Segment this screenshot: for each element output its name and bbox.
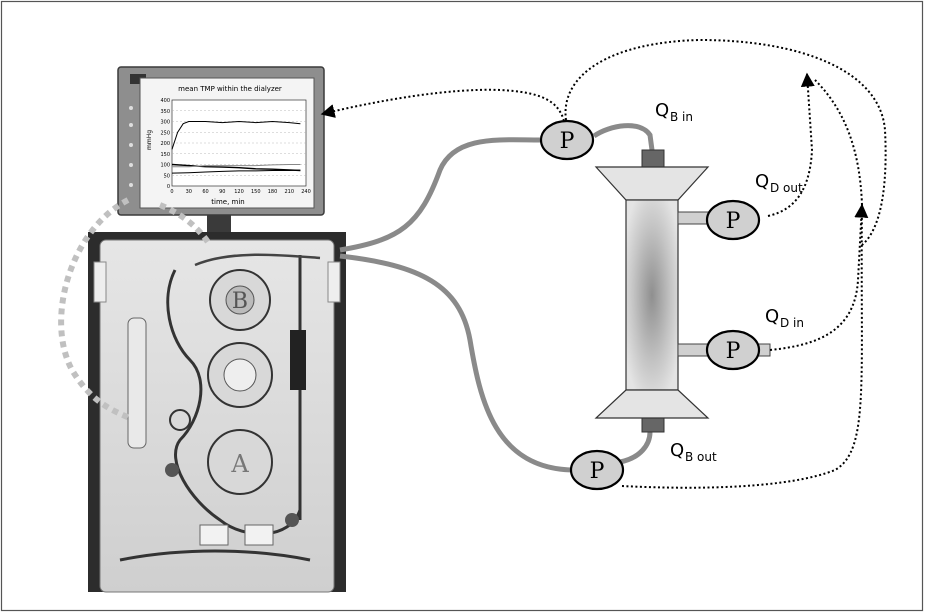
- mini-chart-x-tick: 150: [251, 189, 261, 195]
- mini-chart-x-tick: 0: [170, 189, 173, 195]
- pressure-sensor-qd-in: P: [707, 331, 759, 369]
- mini-chart-y-tick: 400: [160, 98, 170, 104]
- label-subscript: D in: [780, 316, 804, 330]
- pressure-sensor-qb-in: P: [541, 121, 593, 159]
- label-q: Q: [765, 306, 779, 327]
- dialyzer-bottom-connector: [642, 418, 664, 432]
- monitor: mean TMP within the dialyzer mmHg time, …: [118, 67, 324, 235]
- monitor-y-unit: mmHg: [146, 130, 153, 150]
- machine-clamp: [200, 525, 228, 545]
- mini-chart-x-tick: 90: [219, 189, 225, 195]
- pump-label: P: [726, 339, 741, 364]
- mini-chart-y-tick: 250: [160, 130, 170, 136]
- dialysis-machine: B A: [88, 232, 346, 592]
- label-subscript: B out: [685, 450, 717, 464]
- monitor-x-title: time, min: [211, 198, 244, 206]
- label-q: Q: [670, 440, 684, 461]
- machine-valve: [285, 513, 299, 527]
- mini-chart-y-tick: 350: [160, 109, 170, 115]
- mini-chart-x-tick: 240: [301, 189, 311, 195]
- mini-chart-x-tick: 210: [284, 189, 294, 195]
- label-q: Q: [655, 100, 669, 121]
- monitor-indicator-light: [129, 106, 133, 110]
- mini-chart-y-tick: 150: [160, 152, 170, 158]
- pressure-sensor-qb-out: P: [571, 451, 623, 489]
- mini-chart-y-tick: 200: [160, 141, 170, 147]
- dialyzer-top-connector: [642, 150, 664, 168]
- machine-bracket: [328, 262, 340, 302]
- mini-chart-x-tick: 60: [202, 189, 208, 195]
- machine-clamp: [245, 525, 273, 545]
- machine-chamber-label-b: B: [232, 289, 248, 314]
- label-q: Q: [755, 171, 769, 192]
- machine-drip-chamber: [128, 318, 146, 448]
- mini-chart-x-tick: 30: [186, 189, 192, 195]
- machine-valve: [165, 463, 179, 477]
- machine-pump-hub: [224, 359, 256, 391]
- monitor-indicator-light: [129, 143, 133, 147]
- mini-chart-y-tick: 300: [160, 120, 170, 126]
- pump-label: P: [560, 129, 575, 154]
- label-subscript: B in: [670, 110, 693, 124]
- mini-chart-y-tick: 100: [160, 163, 170, 169]
- machine-chamber-label-a: A: [230, 450, 249, 478]
- pump-label: P: [590, 459, 605, 484]
- pressure-sensor-qd-out: P: [707, 201, 759, 239]
- monitor-chart-title: mean TMP within the dialyzer: [178, 85, 282, 93]
- monitor-indicator-light: [129, 183, 133, 187]
- dialyzer-body: [626, 200, 678, 390]
- monitor-indicator-light: [129, 163, 133, 167]
- mini-chart-y-tick: 50: [164, 173, 170, 179]
- mini-chart-x-tick: 180: [268, 189, 278, 195]
- mini-chart-x-tick: 120: [234, 189, 244, 195]
- machine-bracket: [94, 262, 106, 302]
- monitor-indicator-light: [129, 123, 133, 127]
- machine-sensor: [290, 330, 306, 390]
- label-subscript: D out: [770, 181, 803, 195]
- pump-label: P: [726, 209, 741, 234]
